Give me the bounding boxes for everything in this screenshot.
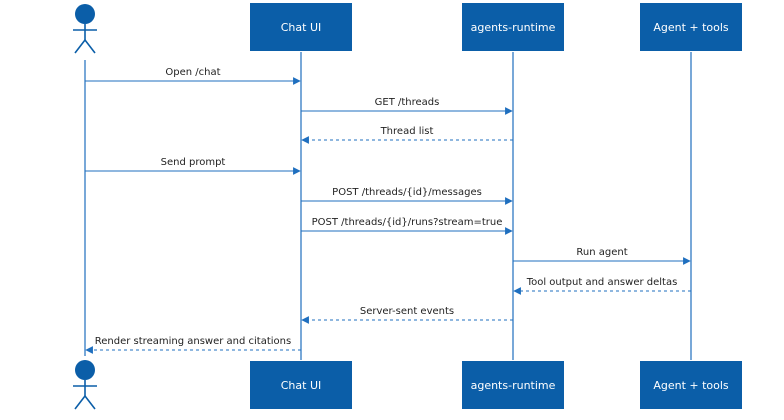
actor-leg-left — [74, 39, 86, 54]
message-label: Open /chat — [165, 67, 220, 78]
participant-chat-ui-bottom: Chat UI — [250, 361, 352, 409]
participant-agent-tools-bottom: Agent + tools — [640, 361, 742, 409]
message-1: Open /chat — [85, 67, 301, 85]
participant-label: Chat UI — [281, 21, 322, 34]
actor-leg-right — [84, 395, 96, 410]
message-label: Tool output and answer deltas — [526, 277, 678, 288]
actor-icon — [73, 4, 97, 54]
actor-leg-right — [84, 39, 96, 54]
message-7: Run agent — [513, 247, 691, 265]
message-6: POST /threads/{id}/runs?stream=true — [301, 217, 513, 235]
message-label: POST /threads/{id}/messages — [332, 187, 482, 198]
message-label: Thread list — [380, 126, 434, 137]
message-10: Render streaming answer and citations — [85, 336, 301, 354]
participant-label: agents-runtime — [471, 21, 556, 34]
lifelines — [84, 52, 692, 360]
message-label: GET /threads — [375, 97, 440, 108]
message-5: POST /threads/{id}/messages — [301, 187, 513, 205]
message-3: Thread list — [301, 126, 513, 144]
participants-top: Chat UI agents-runtime Agent + tools — [73, 3, 742, 54]
message-label: Send prompt — [161, 157, 226, 168]
actor-head — [75, 360, 95, 380]
message-label: Render streaming answer and citations — [95, 336, 291, 347]
participant-label: Agent + tools — [653, 379, 729, 392]
participant-box — [250, 3, 352, 51]
participant-label: Chat UI — [281, 379, 322, 392]
participant-box — [462, 361, 564, 409]
actor-head — [75, 4, 95, 24]
participants-bottom: Chat UI agents-runtime Agent + tools — [73, 360, 742, 410]
participant-agents-runtime-top: agents-runtime — [462, 3, 564, 51]
message-label: Run agent — [576, 247, 627, 258]
participant-box — [462, 3, 564, 51]
participant-label: agents-runtime — [471, 379, 556, 392]
participant-chat-ui-top: Chat UI — [250, 3, 352, 51]
message-label: POST /threads/{id}/runs?stream=true — [312, 217, 503, 228]
message-9: Server-sent events — [301, 306, 513, 324]
message-2: GET /threads — [301, 97, 513, 115]
participant-box — [250, 361, 352, 409]
participant-agent-tools-top: Agent + tools — [640, 3, 742, 51]
message-8: Tool output and answer deltas — [513, 277, 691, 295]
message-label: Server-sent events — [360, 306, 454, 317]
participant-box — [640, 361, 742, 409]
participant-box — [640, 3, 742, 51]
actor-icon — [73, 360, 97, 410]
message-4: Send prompt — [85, 157, 301, 175]
participant-label: Agent + tools — [653, 21, 729, 34]
actor-leg-left — [74, 395, 86, 410]
participant-agents-runtime-bottom: agents-runtime — [462, 361, 564, 409]
